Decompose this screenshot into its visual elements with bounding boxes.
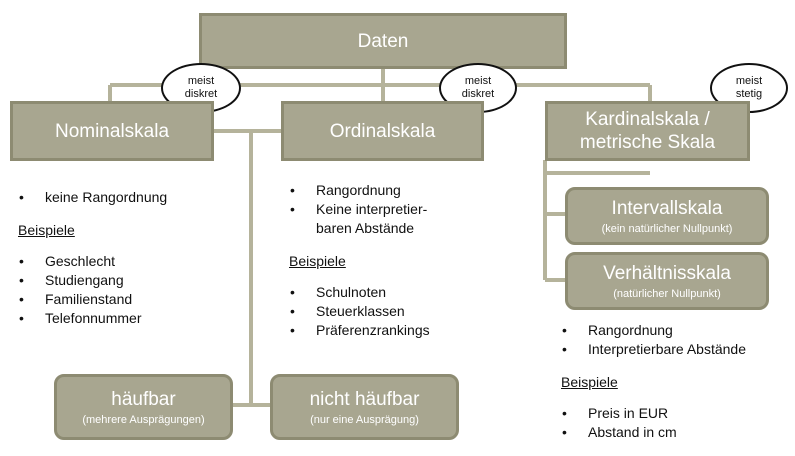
oval-line2: diskret [461,88,495,100]
bullet-item: Interpretierbare Abstände [561,340,791,359]
haeufbar-box: häufbar (mehrere Ausprägungen) [54,374,233,440]
nicht-haeufbar-box: nicht häufbar (nur eine Ausprägung) [270,374,459,440]
haeufbar-title: häufbar [111,388,176,410]
kardinalskala-box: Kardinalskala / metrische Skala [545,101,750,161]
ordinal-details: Rangordnung Keine interpretier- baren Ab… [289,181,509,340]
daten-label: Daten [357,30,409,52]
kardinalskala-title-line2: metrische Skala [579,132,716,153]
example-item: Studiengang [18,271,238,290]
verhaeltnisskala-box: Verhältnisskala (natürlicher Nullpunkt) [565,252,769,310]
ordinalskala-box: Ordinalskala [281,101,484,161]
verhaeltnisskala-title: Verhältnisskala [603,262,731,284]
example-item: Schulnoten [289,283,509,302]
intervallskala-subtitle: (kein natürlicher Nullpunkt) [601,222,733,235]
intervallskala-title: Intervallskala [611,197,723,219]
oval-line2: diskret [184,88,218,100]
kardinal-bullets: Rangordnung Interpretierbare Abstände [561,321,791,359]
bullet-item: keine Rangordnung [18,188,238,207]
bullet-item: Rangordnung [289,181,509,200]
example-item: Telefonnummer [18,309,238,328]
oval-line1: meist [464,75,492,87]
nominalskala-box: Nominalskala [10,101,214,161]
haeufbar-subtitle: (mehrere Ausprägungen) [82,413,205,426]
nominal-examples: Geschlecht Studiengang Familienstand Tel… [18,252,238,328]
ordinalskala-title: Ordinalskala [329,120,436,142]
oval-line1: meist [187,75,215,87]
example-item: Präferenzrankings [289,321,509,340]
example-item: Familienstand [18,290,238,309]
bullet-item: Rangordnung [561,321,791,340]
nominal-bullets: keine Rangordnung [18,188,238,207]
ordinal-examples-heading: Beispiele [289,253,346,269]
nicht-haeufbar-subtitle: (nur eine Ausprägung) [310,413,419,426]
nicht-haeufbar-title: nicht häufbar [309,388,420,410]
example-item: Geschlecht [18,252,238,271]
kardinal-details: Rangordnung Interpretierbare Abstände Be… [561,321,791,442]
ordinal-bullets: Rangordnung Keine interpretier- baren Ab… [289,181,509,238]
kardinalskala-title-line1: Kardinalskala / [585,109,710,130]
example-item: Steuerklassen [289,302,509,321]
daten-box: Daten [199,13,567,69]
nominalskala-title: Nominalskala [54,120,170,142]
bullet-item: Keine interpretier- baren Abstände [289,200,509,238]
oval-line1: meist [735,75,763,87]
nominal-examples-heading: Beispiele [18,222,75,238]
oval-line2: stetig [735,88,763,100]
example-item: Preis in EUR [561,404,791,423]
nominal-details: keine Rangordnung Beispiele Geschlecht S… [18,188,238,328]
kardinal-examples-heading: Beispiele [561,374,618,390]
verhaeltnisskala-subtitle: (natürlicher Nullpunkt) [613,287,721,300]
example-item: Abstand in cm [561,423,791,442]
intervallskala-box: Intervallskala (kein natürlicher Nullpun… [565,187,769,245]
kardinal-examples: Preis in EUR Abstand in cm [561,404,791,442]
ordinal-examples: Schulnoten Steuerklassen Präferenzrankin… [289,283,509,340]
